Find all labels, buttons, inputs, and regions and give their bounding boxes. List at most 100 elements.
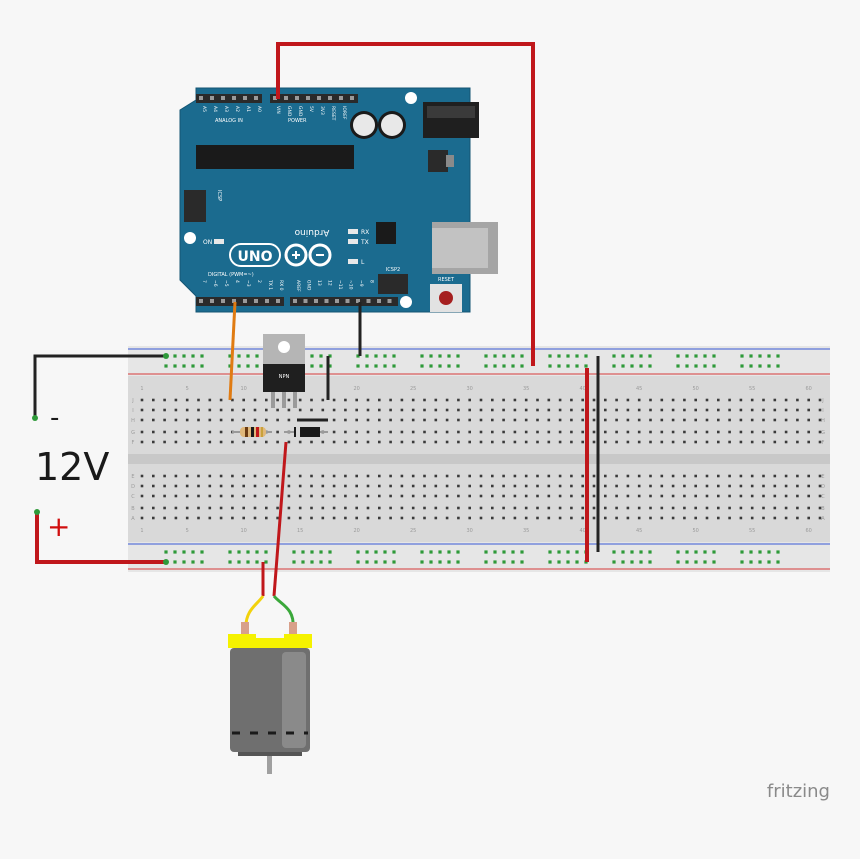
motor-endcap: [228, 634, 312, 648]
voltage-regulator: [428, 150, 448, 172]
terminal-hole: [694, 398, 697, 402]
terminal-hole: [298, 484, 302, 488]
terminal-hole: [423, 484, 426, 488]
rail-hole: [502, 364, 506, 368]
terminal-hole: [750, 474, 754, 478]
rail-hole: [420, 550, 424, 554]
terminal-hole: [287, 484, 291, 488]
header-pin-label: 2: [256, 280, 262, 283]
terminal-hole: [479, 516, 483, 520]
terminal-hole: [626, 418, 630, 422]
terminal-hole: [728, 408, 731, 412]
terminal-hole: [547, 418, 551, 422]
header-pin: [243, 96, 247, 100]
rail-hole: [767, 354, 771, 358]
terminal-hole: [502, 484, 505, 488]
rail-hole: [767, 364, 771, 368]
terminal-hole: [615, 408, 618, 412]
terminal-hole: [411, 440, 415, 444]
rail-hole: [612, 364, 616, 368]
arduino-uno-board: ANALOG IN POWER DIGITAL (PWM=~) ICSP ON …: [179, 87, 498, 313]
arduino-brand-text: Arduino: [294, 227, 329, 237]
terminal-hole: [163, 494, 166, 498]
terminal-hole: [683, 418, 686, 422]
terminal-hole: [163, 398, 166, 402]
terminal-hole: [265, 516, 268, 520]
capacitor-top: [353, 114, 375, 136]
terminal-hole: [547, 494, 551, 498]
regulator-tab: [446, 155, 454, 167]
terminal-hole: [626, 430, 630, 434]
terminal-hole: [807, 430, 810, 434]
terminal-hole: [298, 398, 302, 402]
terminal-hole: [276, 408, 279, 412]
terminal-hole: [502, 474, 505, 478]
terminal-hole: [400, 494, 404, 498]
center-channel: [128, 454, 830, 464]
rail-hole: [420, 364, 424, 368]
rail-hole: [676, 364, 680, 368]
terminal-hole: [615, 506, 618, 510]
terminal-hole: [400, 516, 404, 520]
terminal-hole: [524, 408, 528, 412]
terminal-hole: [750, 408, 754, 412]
terminal-hole: [332, 516, 336, 520]
header-pin-label: RESET: [330, 106, 336, 121]
rail-hole: [557, 560, 561, 564]
terminal-hole: [400, 484, 404, 488]
terminal-hole: [197, 440, 200, 444]
header-pin: [199, 299, 203, 303]
rail-hole: [173, 560, 177, 564]
terminal-hole: [694, 494, 697, 498]
terminal-hole: [592, 494, 596, 498]
terminal-hole: [649, 440, 652, 444]
header-pin: [328, 96, 332, 100]
terminal-hole: [434, 516, 438, 520]
motor-shaft: [267, 756, 272, 774]
terminal-hole: [750, 440, 754, 444]
terminal-hole: [491, 474, 494, 478]
terminal-hole: [592, 440, 596, 444]
terminal-hole: [242, 516, 245, 520]
terminal-hole: [558, 494, 562, 498]
terminal-hole: [604, 440, 607, 444]
terminal-hole: [253, 398, 257, 402]
rail-hole: [173, 354, 177, 358]
terminal-hole: [197, 430, 200, 434]
terminal-hole: [321, 474, 325, 478]
terminal-hole: [310, 506, 313, 510]
terminal-hole: [276, 516, 279, 520]
rail-hole: [639, 550, 643, 554]
terminal-hole: [592, 430, 596, 434]
terminal-hole: [491, 516, 494, 520]
rail-hole: [502, 354, 506, 358]
power-header-label: POWER: [288, 118, 307, 124]
rail-hole: [420, 354, 424, 358]
rail-hole: [310, 550, 314, 554]
wire-supply-plus: [35, 512, 166, 564]
header-pin-label: A5: [201, 106, 207, 112]
terminal-hole: [491, 494, 494, 498]
terminal-hole: [762, 494, 765, 498]
terminal-hole: [558, 418, 562, 422]
terminal-hole: [502, 430, 505, 434]
terminal-hole: [694, 484, 697, 488]
terminal-hole: [242, 398, 245, 402]
rail-hole: [200, 354, 204, 358]
header-pin-label: GND: [306, 280, 312, 291]
terminal-hole: [355, 516, 358, 520]
rail-hole: [740, 560, 744, 564]
terminal-hole: [310, 440, 313, 444]
terminal-hole: [174, 484, 178, 488]
terminal-hole: [197, 506, 200, 510]
rail-hole: [584, 364, 588, 368]
terminal-hole: [378, 516, 381, 520]
terminal-hole: [185, 484, 189, 488]
terminal-hole: [660, 418, 664, 422]
l-led: [348, 259, 358, 264]
row-letter: D: [131, 484, 135, 490]
terminal-hole: [592, 516, 596, 520]
terminal-hole: [717, 408, 720, 412]
terminal-hole: [400, 440, 404, 444]
column-number: 50: [693, 386, 699, 392]
